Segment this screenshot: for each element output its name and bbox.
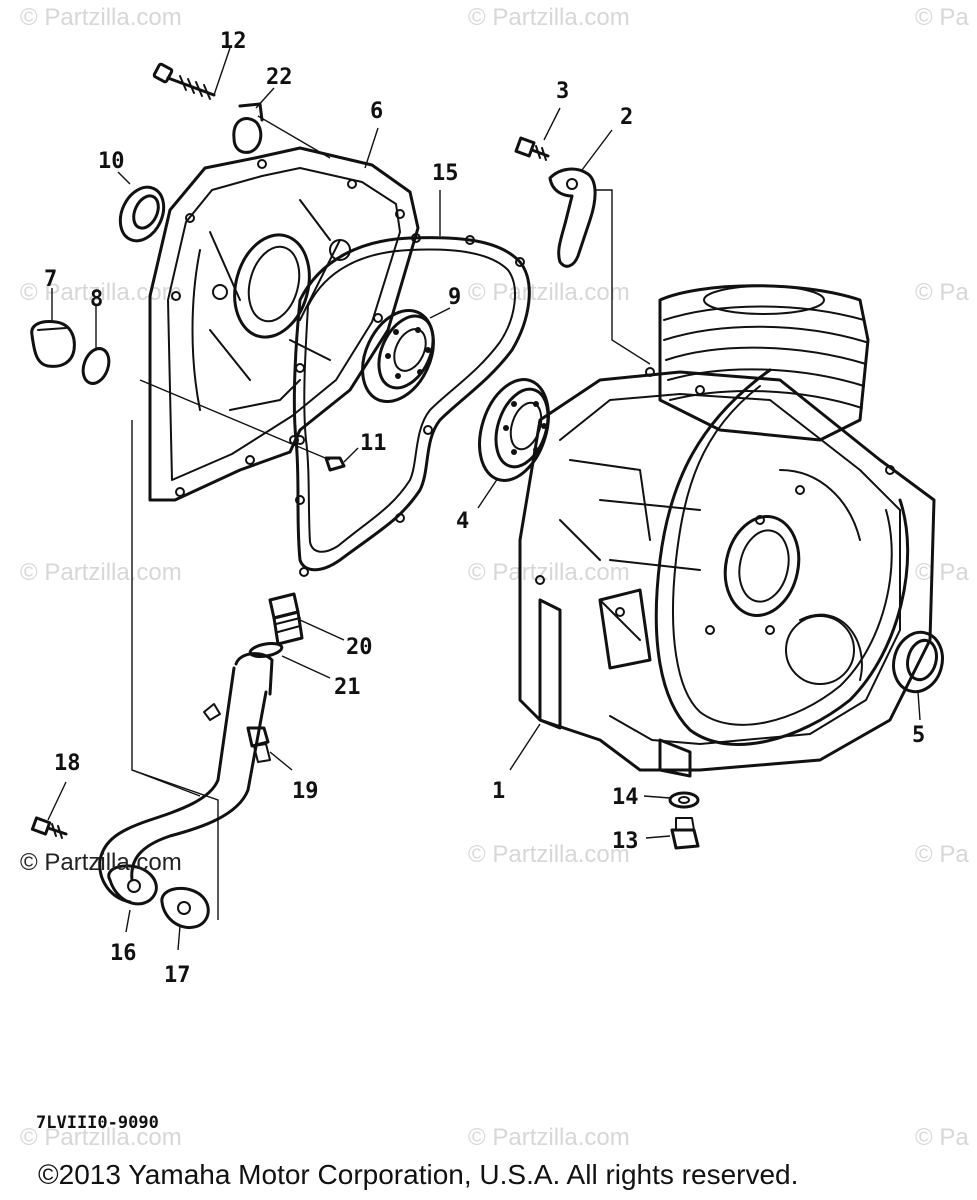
callout-10: 10 — [98, 149, 125, 174]
callout-7: 7 — [44, 267, 57, 292]
part-3-bolt — [514, 107, 561, 161]
watermark: © Partzilla.com — [20, 1124, 182, 1151]
watermark-partial: © Pa — [915, 279, 969, 306]
diagram-code: 7LVIII0-9090 — [36, 1113, 159, 1133]
callout-4: 4 — [456, 509, 469, 534]
watermark-partial: © Pa — [915, 841, 969, 868]
part-14-washer — [643, 791, 700, 809]
watermark: © Partzilla.com — [468, 1124, 630, 1151]
callout-18: 18 — [54, 751, 81, 776]
reference-lines — [131, 420, 219, 920]
part-20-union-bolt — [268, 592, 345, 646]
callout-15: 15 — [432, 161, 459, 186]
part-5-oil-seal — [892, 630, 944, 721]
callout-2: 2 — [620, 105, 633, 130]
part-11-dowel — [139, 379, 359, 472]
callout-14: 14 — [612, 785, 639, 810]
part-15-gasket — [292, 190, 531, 577]
callout-3: 3 — [556, 79, 569, 104]
callout-12: 12 — [220, 29, 247, 54]
callout-16: 16 — [110, 941, 137, 966]
watermark: © Partzilla.com — [468, 4, 630, 31]
part-7-cap — [30, 288, 76, 368]
watermark: © Partzilla.com — [468, 841, 630, 868]
callout-22: 22 — [266, 65, 293, 90]
watermark: © Partzilla.com — [20, 4, 182, 31]
watermark: © Partzilla.com — [20, 559, 182, 586]
callout-17: 17 — [164, 963, 191, 988]
watermark-partial: © Pa — [915, 1124, 969, 1151]
part-callouts: 12 22 6 10 15 7 8 9 11 3 2 4 20 21 5 1 1… — [44, 29, 925, 988]
callout-13: 13 — [612, 829, 639, 854]
part-19-bolt — [246, 726, 293, 771]
callout-21: 21 — [334, 675, 361, 700]
part-13-drain-plug — [645, 817, 700, 850]
part-10-oil-seal — [117, 171, 166, 243]
callout-19: 19 — [292, 779, 319, 804]
watermark-partial: © Pa — [915, 4, 969, 31]
part-18-bolt — [30, 781, 68, 839]
watermark-dark: © Partzilla.com — [20, 849, 182, 876]
watermark: © Partzilla.com — [468, 279, 630, 306]
part-8-o-ring — [81, 306, 111, 385]
callout-9: 9 — [448, 285, 461, 310]
callout-8: 8 — [90, 287, 103, 312]
copyright-notice: ©2013 Yamaha Motor Corporation, U.S.A. A… — [38, 1159, 798, 1190]
part-21-washer — [248, 641, 331, 679]
part-1-crankcase — [509, 284, 936, 778]
watermark: © Partzilla.com — [468, 559, 630, 586]
watermark: © Partzilla.com — [20, 279, 182, 306]
part-9-bearing — [361, 307, 451, 404]
part-2-bracket — [548, 129, 651, 365]
watermark-layer: © Partzilla.com © Partzilla.com © Pa © P… — [20, 4, 969, 1151]
part-22-clamp — [232, 87, 331, 159]
part-4-bearing — [477, 378, 550, 509]
callout-6: 6 — [370, 99, 383, 124]
callout-5: 5 — [912, 723, 925, 748]
part-oil-pipe — [98, 652, 274, 951]
callout-1: 1 — [492, 779, 505, 804]
part-12-bolt — [152, 47, 231, 100]
callout-20: 20 — [346, 635, 373, 660]
watermark-partial: © Pa — [915, 559, 969, 586]
callout-11: 11 — [360, 431, 387, 456]
